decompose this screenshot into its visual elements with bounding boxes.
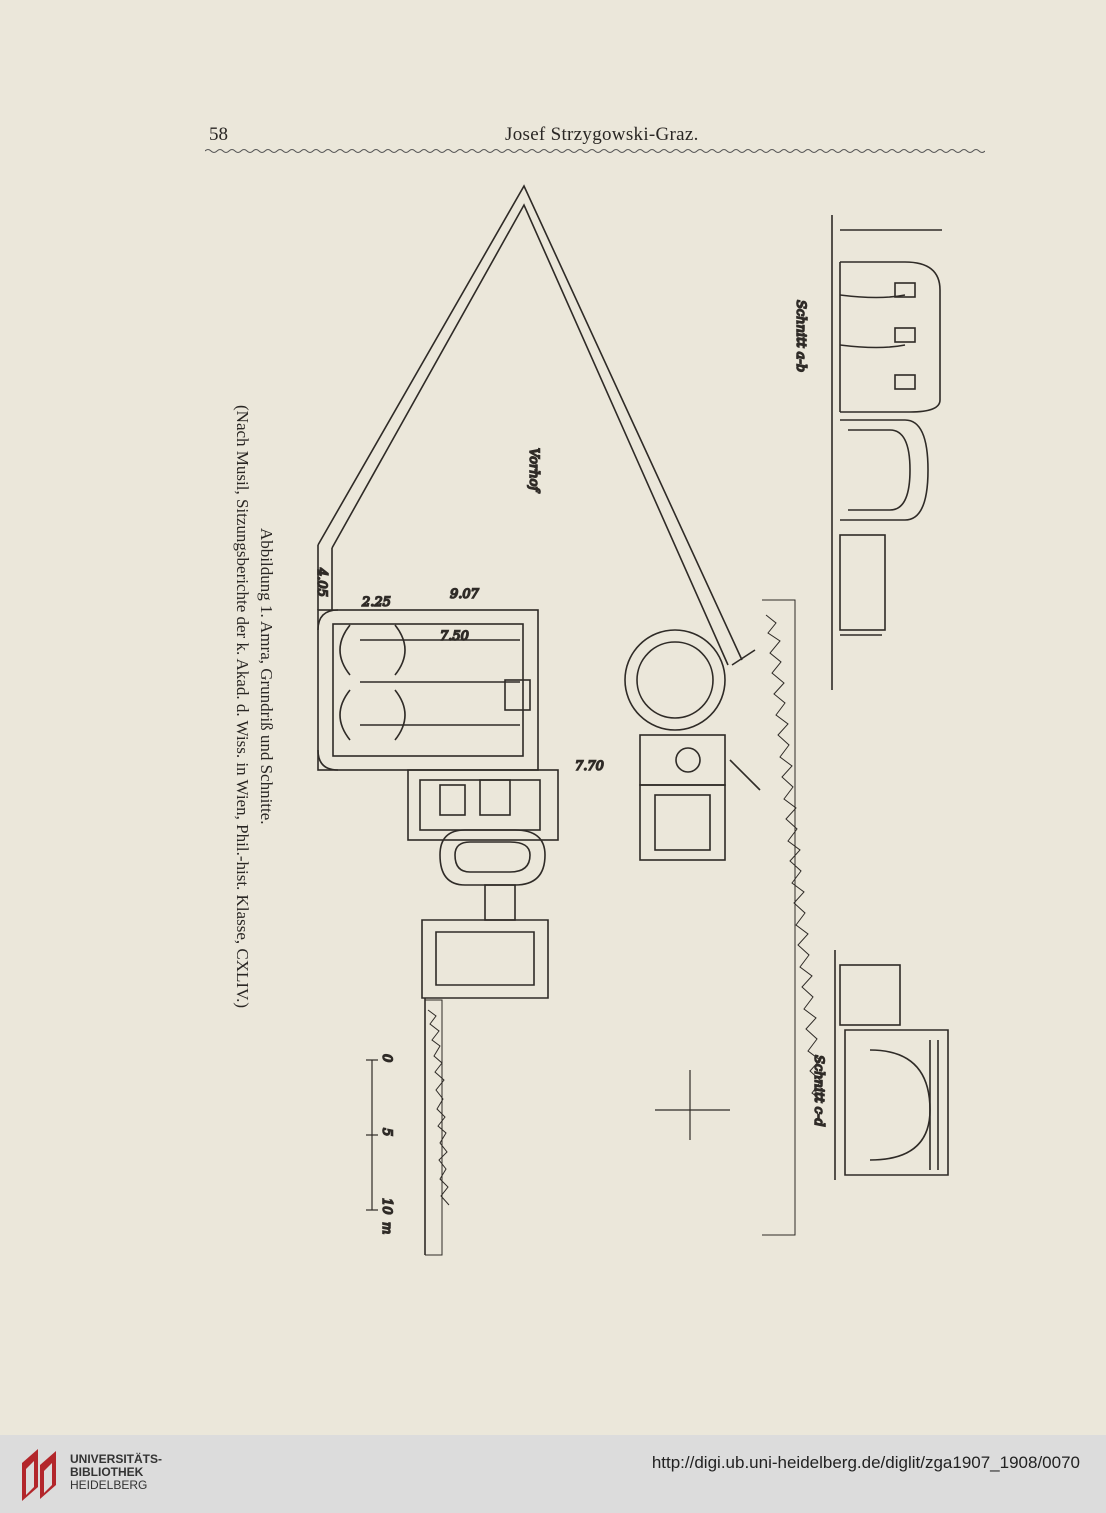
- label-dim-4-05: 4.05: [314, 567, 329, 597]
- library-name-line3: HEIDELBERG: [70, 1478, 148, 1492]
- label-dim-9-07: 9.07: [450, 587, 480, 602]
- label-section-cd: Schnitt c-d: [811, 1055, 826, 1127]
- permalink-url[interactable]: http://digi.ub.uni-heidelberg.de/diglit/…: [651, 1453, 1080, 1472]
- scale-label-10: 10: [379, 1198, 394, 1215]
- library-footer: UNIVERSITÄTS- BIBLIOTHEK HEIDELBERG http…: [0, 1435, 1106, 1513]
- label-dim-2-25: 2.25: [361, 595, 391, 610]
- library-name-line1: UNIVERSITÄTS-: [70, 1452, 163, 1466]
- label-section-ab: Schnitt a-b: [793, 300, 808, 372]
- section-cd-drawing: [834, 950, 949, 1180]
- architectural-drawing: Schnitt a-b Schnitt c-d Vorhof 9.07 7.50…: [313, 184, 949, 1256]
- scale-bar: [366, 1059, 378, 1211]
- forecourt-walls: [317, 184, 743, 666]
- library-name-line2: BIBLIOTHEK: [70, 1465, 144, 1479]
- rubble-wall: [762, 599, 825, 1236]
- well-and-annex: [624, 629, 761, 861]
- page-number: 58: [209, 124, 228, 145]
- scale-label-0: 0: [379, 1054, 394, 1062]
- scale-label-unit: m: [379, 1222, 394, 1234]
- label-dim-7-50: 7.50: [440, 629, 469, 644]
- label-dim-7-70: 7.70: [575, 759, 604, 774]
- page-header: 58 Josef Strzygowski-Graz.: [205, 120, 985, 153]
- running-head: Josef Strzygowski-Graz.: [505, 124, 699, 145]
- rubble-strip: [425, 999, 450, 1256]
- library-name: UNIVERSITÄTS- BIBLIOTHEK HEIDELBERG: [70, 1453, 162, 1492]
- section-marker: [655, 1070, 730, 1140]
- bath-building-plan: [317, 609, 559, 1255]
- section-ab-drawing: [831, 215, 942, 690]
- library-logo-icon: [22, 1449, 56, 1501]
- scale-label-5: 5: [379, 1128, 394, 1136]
- header-wavy-rule: [205, 149, 985, 153]
- label-forecourt: Vorhof: [526, 448, 541, 493]
- scanned-page: 58 Josef Strzygowski-Graz. Abbildung 1. …: [205, 120, 985, 1256]
